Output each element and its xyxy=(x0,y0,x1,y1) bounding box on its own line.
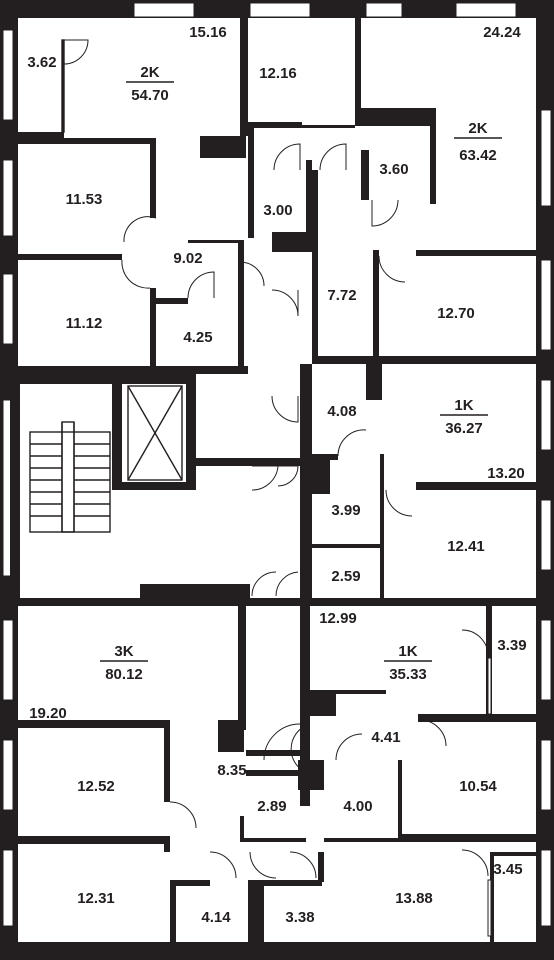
apartment-type: 3K xyxy=(114,643,133,660)
room-area-label: 12.31 xyxy=(77,890,115,907)
staircase xyxy=(29,421,111,533)
elevator-shaft xyxy=(127,385,183,481)
apartment-label-2k-right: 2K 63.42 xyxy=(454,120,502,164)
room-area-label: 11.12 xyxy=(66,315,103,332)
apartment-type: 2K xyxy=(140,64,159,81)
room-area-label: 12.99 xyxy=(319,610,357,627)
apartment-area: 63.42 xyxy=(459,147,497,164)
room-area-label: 3.38 xyxy=(285,909,314,926)
room-area-label: 12.16 xyxy=(259,65,297,82)
room-area-label: 3.45 xyxy=(493,861,522,878)
room-area-label: 7.72 xyxy=(327,287,356,304)
apartment-label-1k-lower: 1K 35.33 xyxy=(384,643,432,683)
apartment-label-1k-upper: 1K 36.27 xyxy=(440,397,488,437)
room-area-label: 2.59 xyxy=(331,568,360,585)
room-area-label: 13.20 xyxy=(487,465,525,482)
room-area-label: 15.16 xyxy=(189,24,227,41)
room-area-label: 19.20 xyxy=(29,705,67,722)
room-area-label: 2.89 xyxy=(257,798,286,815)
room-area-label: 12.70 xyxy=(437,305,475,322)
room-area-label: 4.14 xyxy=(201,909,231,926)
apartment-type: 2K xyxy=(468,120,487,137)
apartment-type: 1K xyxy=(454,397,473,414)
apartment-area: 36.27 xyxy=(445,420,483,437)
room-area-label: 13.88 xyxy=(395,890,433,907)
room-area-label: 4.41 xyxy=(371,729,400,746)
room-area-label: 12.52 xyxy=(77,778,115,795)
room-area-label: 4.25 xyxy=(183,329,212,346)
room-area-label: 3.60 xyxy=(379,161,408,178)
room-area-label: 4.08 xyxy=(327,403,356,420)
room-area-label: 8.35 xyxy=(217,762,246,779)
interior-walls xyxy=(10,18,536,942)
room-area-label: 9.02 xyxy=(173,250,202,267)
room-area-label: 4.00 xyxy=(343,798,372,815)
apartment-label-3k: 3K 80.12 xyxy=(100,643,148,683)
apartment-label-2k-left: 2K 54.70 xyxy=(126,64,174,104)
room-area-label: 3.00 xyxy=(263,202,292,219)
apartment-area: 80.12 xyxy=(105,666,143,683)
room-labels: 15.16 3.62 12.16 24.24 3.60 3.00 11.53 9… xyxy=(27,24,526,926)
apartment-type: 1K xyxy=(398,643,417,660)
apartment-area: 54.70 xyxy=(131,87,169,104)
room-area-label: 3.39 xyxy=(497,637,526,654)
room-area-label: 11.53 xyxy=(66,191,103,208)
room-area-label: 3.99 xyxy=(331,502,360,519)
room-area-label: 3.62 xyxy=(27,54,56,71)
apartment-area: 35.33 xyxy=(389,666,427,683)
room-area-label: 10.54 xyxy=(459,778,497,795)
room-area-label: 12.41 xyxy=(447,538,485,555)
doors xyxy=(63,39,492,937)
room-area-label: 24.24 xyxy=(483,24,521,41)
windows xyxy=(2,2,552,927)
